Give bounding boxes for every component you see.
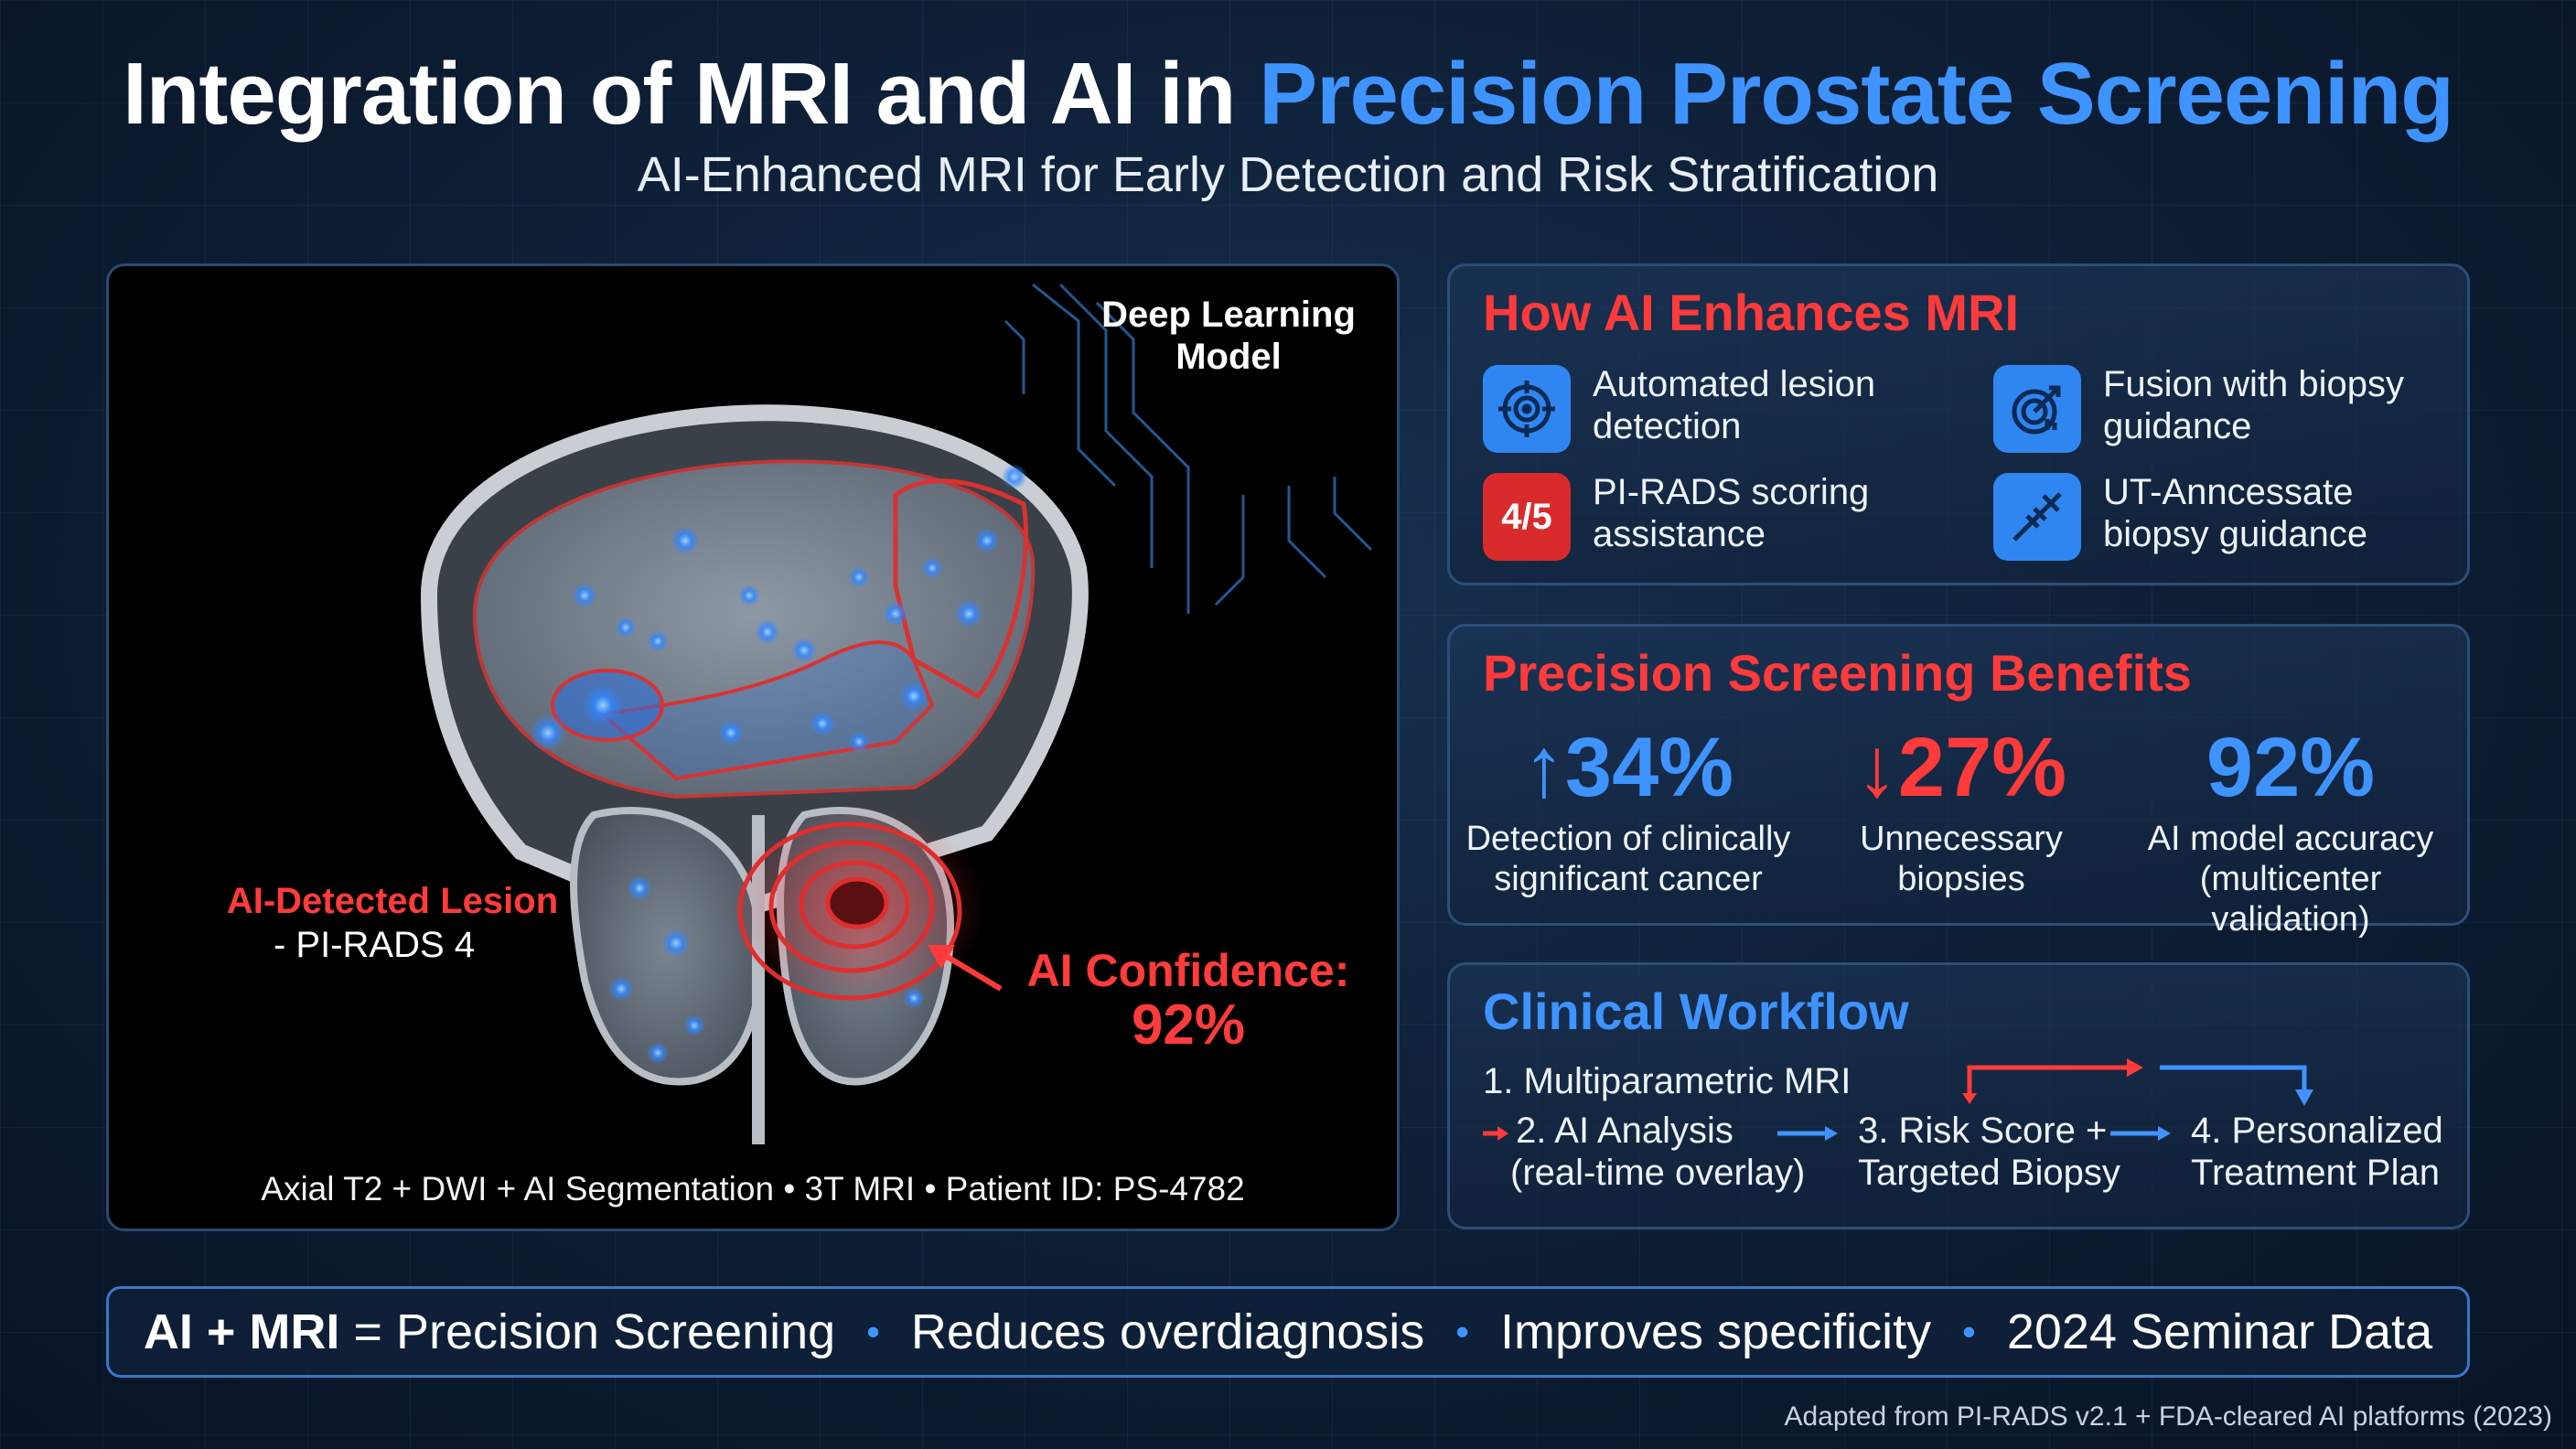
target-icon <box>1483 365 1571 453</box>
stat-label: Detection of clinically significant canc… <box>1465 820 1791 898</box>
workflow-step-4: 4. Personalized Treatment Plan <box>2191 1111 2443 1193</box>
page-title: Integration of MRI and AI in Precision P… <box>0 44 2576 145</box>
title-accent: Precision Prostate Screening <box>1259 45 2454 143</box>
stat-biopsies: ↓27% Unnecessary biopsies <box>1792 720 2131 899</box>
stat-value: ↓27% <box>1855 721 2067 814</box>
satellite-dish-icon <box>1993 365 2081 453</box>
workflow-step-1: 1. Multiparametric MRI <box>1483 1061 1852 1101</box>
source-footnote: Adapted from PI-RADS v2.1 + FDA-cleared … <box>1784 1401 2552 1432</box>
stat-value: 92% <box>2206 721 2376 814</box>
workflow-step-2: 2. AI Analysis (real-time overlay) <box>1510 1111 1806 1193</box>
down-arrow-icon: ↓ <box>1855 721 1898 814</box>
feature-pirads-scoring: 4/5 PI-RADS scoring assistance <box>1483 469 1940 561</box>
image-caption: Axial T2 + DWI + AI Segmentation • 3T MR… <box>261 1170 1245 1208</box>
summary-item-3: Improves specificity <box>1499 1304 1932 1359</box>
deep-learning-label: Deep Learning Model <box>1101 295 1356 377</box>
confidence-title: AI Confidence: <box>1026 945 1350 996</box>
separator-dot: • <box>1962 1310 1976 1353</box>
lesion-label: AI-Detected Lesion - PI-RADS 4 <box>209 879 575 967</box>
feature-lesion-detection: Automated lesion detection <box>1483 361 1940 453</box>
feature-text: Fusion with biopsy guidance <box>2103 364 2405 446</box>
benefits-heading: Precision Screening Benefits <box>1483 644 2192 702</box>
lesion-contour <box>731 806 987 1007</box>
title-main: Integration of MRI and AI in <box>123 45 1236 143</box>
workflow-heading: Clinical Workflow <box>1483 982 1909 1040</box>
up-arrow-icon: ↑ <box>1522 721 1565 814</box>
workflow-step-3-sub: Targeted Biopsy <box>1858 1153 2120 1193</box>
feature-text: PI-RADS scoring assistance <box>1593 472 1870 554</box>
feature-text: Automated lesion detection <box>1593 364 1876 446</box>
workflow-step-3: 3. Risk Score + Targeted Biopsy <box>1858 1111 2120 1193</box>
workflow-arrows <box>1483 1058 2313 1141</box>
mri-illustration <box>420 283 1373 1144</box>
stat-label: AI model accuracy (multicenter validatio… <box>2147 820 2434 939</box>
enhances-heading: How AI Enhances MRI <box>1483 284 2020 341</box>
summary-item-1: AI + MRI = Precision Screening <box>143 1304 836 1359</box>
circuit-traces <box>1004 283 1373 614</box>
feature-fusion: Fusion with biopsy guidance <box>1993 361 2451 453</box>
feature-text: UT-Anncessate biopsy guidance <box>2103 472 2368 554</box>
workflow-step-4-sub: Treatment Plan <box>2191 1153 2440 1193</box>
workflow-panel: Clinical Workflow 1. Multiparametric MRI… <box>1447 962 2470 1229</box>
pirads-badge: 4/5 <box>1483 473 1571 561</box>
stat-accuracy: 92% AI model accuracy (multicenter valid… <box>2121 720 2460 939</box>
benefits-panel: Precision Screening Benefits ↑34% Detect… <box>1447 624 2470 939</box>
summary-item-2: Reduces overdiagnosis <box>910 1304 1425 1359</box>
feature-biopsy-guidance: UT-Anncessate biopsy guidance <box>1993 469 2451 561</box>
needle-icon <box>1993 473 2081 561</box>
workflow-step-2-sub: (real-time overlay) <box>1510 1153 1806 1193</box>
lesion-grade: - PI-RADS 4 <box>273 925 476 965</box>
stat-detection: ↑34% Detection of clinically significant… <box>1459 720 1798 899</box>
lesion-title: AI-Detected Lesion <box>226 881 559 921</box>
confidence-value: 92% <box>1131 993 1246 1057</box>
summary-bar: AI + MRI = Precision Screening • Reduces… <box>106 1286 2470 1378</box>
detection-points <box>530 464 1027 1064</box>
summary-item-4: 2024 Seminar Data <box>2006 1304 2433 1359</box>
page-subtitle: AI-Enhanced MRI for Early Detection and … <box>637 147 1939 202</box>
stat-value: ↑34% <box>1522 721 1734 814</box>
separator-dot: • <box>866 1310 880 1353</box>
confidence-label: AI Confidence: 92% <box>996 943 1380 1057</box>
stat-label: Unnecessary biopsies <box>1860 820 2063 898</box>
mri-image-panel: Deep Learning Model AI-Detected Lesion -… <box>106 263 1400 1231</box>
separator-dot: • <box>1455 1310 1469 1353</box>
enhances-panel: How AI Enhances MRI Automated lesion det… <box>1447 263 2470 585</box>
